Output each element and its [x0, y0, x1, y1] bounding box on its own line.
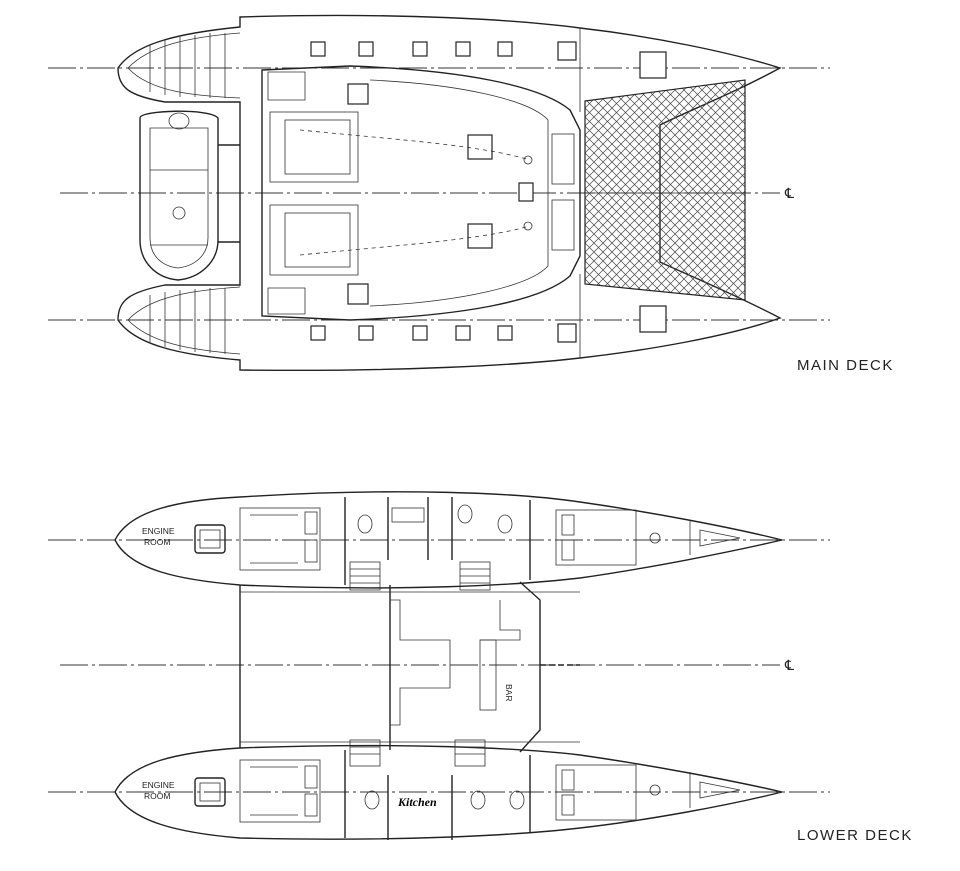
svg-text:ROOM: ROOM [144, 791, 170, 801]
main-deck-outline [117, 14, 782, 372]
starboard-hull-outline [114, 744, 783, 840]
main-deck-label: MAIN DECK [797, 357, 894, 374]
centerline-symbol: ℄ [784, 186, 794, 202]
bar-counter [479, 639, 497, 711]
svg-text:ENGINE: ENGINE [142, 526, 175, 536]
svg-text:ROOM: ROOM [144, 537, 170, 547]
port-engine-room: ENGINE ROOM [142, 524, 226, 554]
port-hull-cabins [239, 497, 741, 585]
starboard-hull-cabins [239, 750, 741, 840]
bar-label: BAR [504, 684, 514, 701]
saloon-outline [239, 581, 541, 753]
lower-deck-plan: BAR [48, 491, 913, 844]
kitchen-label: Kitchen [397, 795, 437, 809]
main-deck-plan: ℄ MAIN DECK [48, 14, 894, 374]
port-deck-hatches [310, 41, 667, 79]
stairs [349, 561, 491, 767]
starboard-engine-room: ENGINE ROOM [142, 777, 226, 807]
trampoline-net [584, 79, 746, 301]
svg-text:ENGINE: ENGINE [142, 780, 175, 790]
lower-deck-label: LOWER DECK [797, 827, 913, 844]
cabin-top [261, 65, 581, 321]
starboard-deck-hatches [310, 305, 667, 343]
centerline-symbol-lower: ℄ [784, 658, 794, 674]
dinghy [139, 110, 240, 281]
port-hull-outline [114, 491, 783, 589]
